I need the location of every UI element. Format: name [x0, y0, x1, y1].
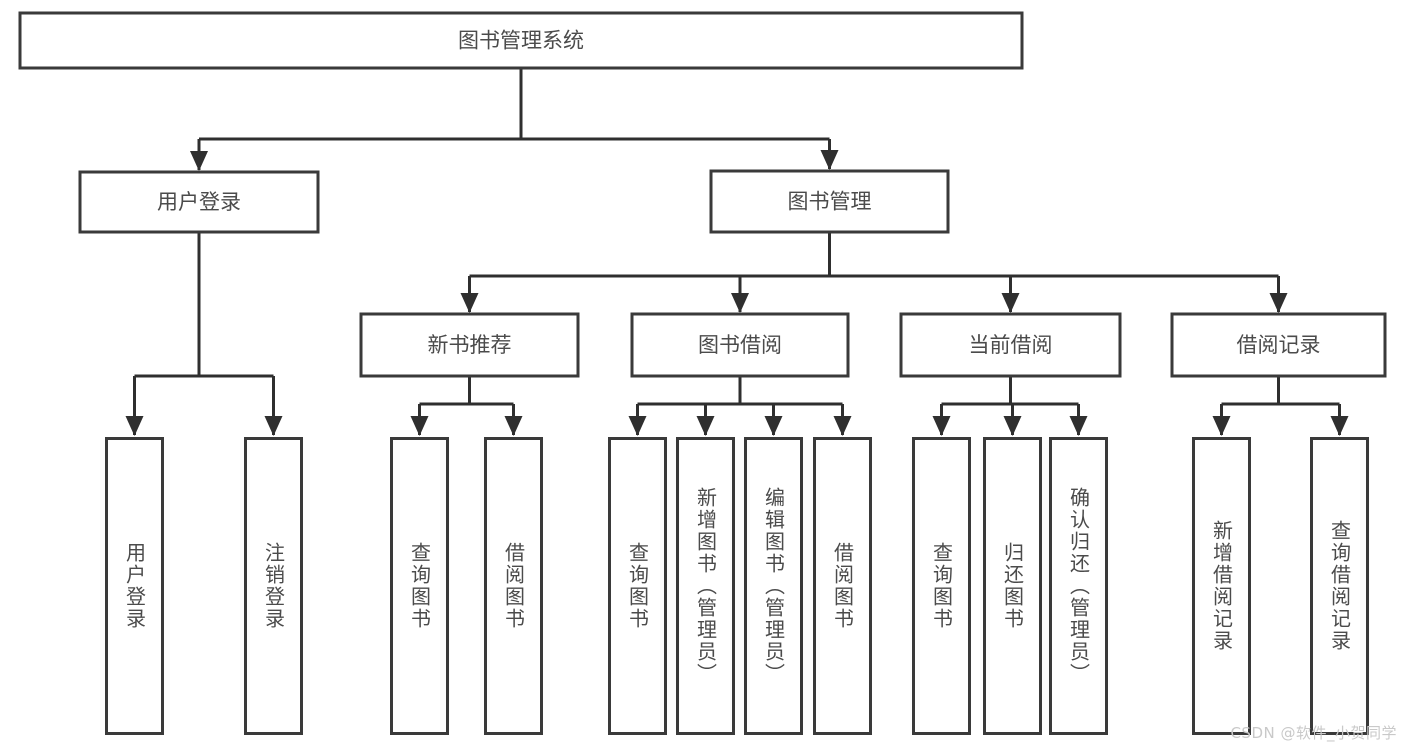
- node-label-leaf-add-book: 新增图书（管理员）: [693, 487, 718, 685]
- node-label-root: 图书管理系统: [458, 29, 584, 53]
- node-box-user-login[interactable]: [78, 170, 320, 234]
- node-label-book-borrow: 图书借阅: [698, 333, 782, 357]
- node-box-book-manage[interactable]: [709, 169, 950, 234]
- node-label-leaf-user-login: 用户登录: [122, 542, 147, 630]
- node-box-new-book-recommend[interactable]: [359, 312, 580, 378]
- node-box-leaf-query-book-cur[interactable]: 查询图书: [912, 437, 971, 735]
- node-box-leaf-add-record[interactable]: 新增借阅记录: [1192, 437, 1251, 735]
- node-box-leaf-user-login[interactable]: 用户登录: [105, 437, 164, 735]
- node-label-leaf-borrow-book: 借阅图书: [830, 542, 855, 630]
- node-label-leaf-logout: 注销登录: [261, 542, 286, 630]
- node-label-leaf-query-book-rec: 查询图书: [407, 542, 432, 630]
- node-label-user-login: 用户登录: [157, 190, 241, 214]
- node-label-leaf-query-record: 查询借阅记录: [1327, 520, 1352, 652]
- node-box-leaf-return-book[interactable]: 归还图书: [983, 437, 1042, 735]
- node-box-borrow-record[interactable]: [1170, 312, 1387, 378]
- edges-layer: [125, 68, 1349, 436]
- node-box-leaf-confirm-return[interactable]: 确认归还（管理员）: [1049, 437, 1108, 735]
- node-label-leaf-confirm-return: 确认归还（管理员）: [1066, 487, 1091, 685]
- node-label-leaf-borrow-book-rec: 借阅图书: [501, 542, 526, 630]
- node-label-book-manage: 图书管理: [788, 190, 872, 214]
- node-box-leaf-edit-book[interactable]: 编辑图书（管理员）: [744, 437, 803, 735]
- node-box-leaf-query-record[interactable]: 查询借阅记录: [1310, 437, 1369, 735]
- node-box-current-borrow[interactable]: [899, 312, 1122, 378]
- node-box-leaf-logout[interactable]: 注销登录: [244, 437, 303, 735]
- node-label-leaf-add-record: 新增借阅记录: [1209, 520, 1234, 652]
- node-box-book-borrow[interactable]: [630, 312, 850, 378]
- node-box-leaf-query-book-rec[interactable]: 查询图书: [390, 437, 449, 735]
- node-box-leaf-add-book[interactable]: 新增图书（管理员）: [676, 437, 735, 735]
- node-label-leaf-query-book-cur: 查询图书: [929, 542, 954, 630]
- node-label-leaf-edit-book: 编辑图书（管理员）: [761, 487, 786, 685]
- node-box-leaf-borrow-book-rec[interactable]: 借阅图书: [484, 437, 543, 735]
- node-label-leaf-query-book-borrow: 查询图书: [625, 542, 650, 630]
- node-box-root[interactable]: [18, 11, 1024, 70]
- node-label-current-borrow: 当前借阅: [969, 333, 1053, 357]
- node-label-new-book-recommend: 新书推荐: [428, 333, 512, 357]
- node-box-leaf-query-book-borrow[interactable]: 查询图书: [608, 437, 667, 735]
- node-label-borrow-record: 借阅记录: [1237, 333, 1321, 357]
- node-label-leaf-return-book: 归还图书: [1000, 542, 1025, 630]
- node-box-leaf-borrow-book[interactable]: 借阅图书: [813, 437, 872, 735]
